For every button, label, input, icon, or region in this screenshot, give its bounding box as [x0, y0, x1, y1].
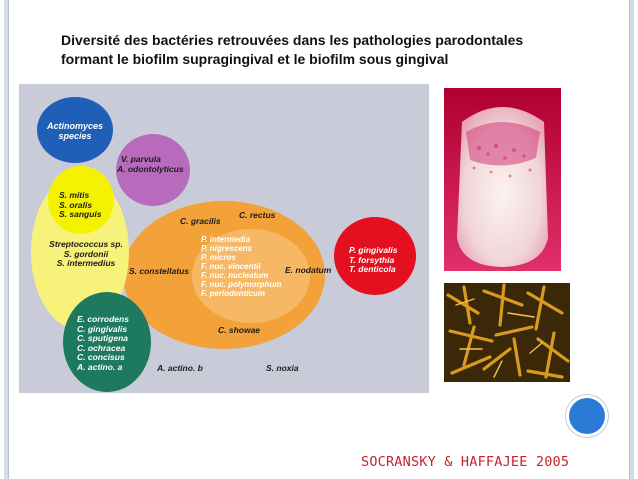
red-complex-label: P. gingivalis T. forsythia T. denticola: [349, 245, 398, 275]
citation-credit: SOCRANSKY & HAFFAJEE 2005: [361, 454, 570, 470]
tooth-illustration: [444, 88, 561, 271]
orange-inner-species: P. intermedia: [201, 235, 251, 244]
yellow-species: S. mitis: [59, 190, 90, 200]
yellow-species: Streptococcus sp.: [49, 239, 123, 249]
orange-inner-species: P. nigrescens: [201, 244, 252, 253]
green-complex-species: C. gingivalis: [77, 323, 128, 334]
red-complex-species: P. gingivalis: [349, 245, 398, 255]
orange-inner-species: P. micros: [201, 253, 236, 262]
actinomyces-label-line: Actinomyces: [47, 121, 104, 131]
yellow-inner-label: S. mitis S. oralis S. sanguis: [59, 190, 102, 220]
slide-title: Diversité des bactéries retrouvées dans …: [61, 31, 581, 69]
orange-inner-species: F. periodonticum: [201, 289, 265, 298]
yellow-species: S. intermedius: [56, 258, 116, 268]
loose-species-label: A. actino. b: [157, 363, 203, 373]
bacteria-micrograph: [444, 283, 570, 382]
purple-complex-label: V. parvula A. odontolyticus: [117, 154, 184, 174]
yellow-complex-inner-circle: [48, 166, 114, 234]
slide-title-line-1: Diversité des bactéries retrouvées dans …: [61, 32, 524, 48]
red-complex-circle: [334, 217, 416, 295]
complexes-shapes: [31, 97, 416, 392]
green-complex-species: C. sputigena: [77, 333, 129, 343]
purple-complex-species: A. odontolyticus: [117, 163, 184, 174]
green-complex-species: E. corrodens: [77, 314, 129, 324]
yellow-species: S. sanguis: [59, 209, 102, 219]
orange-inner-species: F. nuc. vincentii: [201, 262, 261, 271]
green-complex-label: E. corrodens C. gingivalis C. sputigena …: [77, 314, 129, 372]
slide-frame-left: [4, 0, 9, 479]
bacteria-illustration: [444, 283, 570, 382]
loose-species-label: S. noxia: [266, 363, 299, 373]
actinomyces-blue-circle: [37, 97, 113, 163]
orange-inner-species: F. nuc. polymorphum: [201, 280, 282, 289]
slide-frame-right: [629, 0, 634, 479]
orange-inner-circle: [192, 229, 310, 323]
purple-complex-species: V. parvula: [121, 154, 161, 164]
green-complex-species: C. concisus: [77, 352, 125, 362]
yellow-species: S. oralis: [59, 199, 93, 210]
orange-bottom-label: C. showae: [218, 325, 261, 335]
actinomyces-label: Actinomyces species: [47, 121, 103, 141]
orange-top-right-label: C. rectus: [239, 210, 276, 220]
orange-right-label: E. nodatum: [285, 265, 332, 275]
green-complex-species: A. actino. a: [77, 361, 123, 372]
red-complex-species: T. forsythia: [349, 254, 395, 265]
yellow-species: S. gordonii: [63, 248, 109, 259]
bacterial-complexes-diagram: Actinomyces species V. parvula A. odonto…: [19, 84, 429, 393]
orange-inner-species: F. nuc. nucleatum: [201, 271, 269, 280]
orange-left-label: S. constellatus: [129, 266, 189, 276]
slide-title-line-2: formant le biofilm supragingival et le b…: [61, 51, 449, 67]
actinomyces-label-line: species: [58, 131, 92, 141]
green-complex-circle: [63, 292, 151, 392]
orange-top-left-label: C. gracilis: [180, 216, 221, 226]
biofilm-tooth-photo: [444, 88, 561, 271]
orange-inner-label: P. intermedia P. nigrescens P. micros F.…: [201, 235, 281, 298]
yellow-outer-label: Streptococcus sp. S. gordonii S. interme…: [43, 239, 129, 269]
green-complex-species: C. ochracea: [77, 342, 126, 353]
purple-complex-circle: [116, 134, 190, 206]
accent-circle: [569, 398, 605, 434]
red-complex-species: T. denticola: [349, 264, 396, 274]
